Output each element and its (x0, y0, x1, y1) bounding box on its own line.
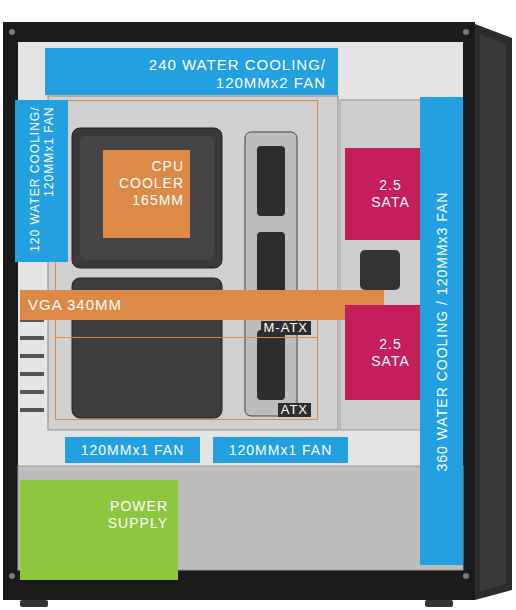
fan-zone: 120MMx1 FAN (65, 437, 200, 463)
zone-label: 120 WATER COOLING/ 120MMx1 FAN (28, 106, 56, 256)
drive-bay: 2.5 SATA (345, 148, 420, 240)
rotated-frame: 120 WATER COOLING/ 120MMx1 FAN (15, 100, 68, 262)
radiator-zone: 120 WATER COOLING/ 120MMx1 FAN (15, 100, 68, 262)
zone-label: ATX (278, 403, 311, 417)
rotated-frame: 360 WATER COOLING / 120MMx3 FAN (420, 97, 463, 565)
drive-bay: 2.5 SATA (345, 305, 420, 400)
fan-zone: 120MMx1 FAN (213, 437, 348, 463)
radiator-zone: 360 WATER COOLING / 120MMx3 FAN (420, 97, 463, 565)
zone-label: 120MMx1 FAN (81, 442, 185, 459)
psu-zone: POWER SUPPLY (20, 480, 178, 580)
zone-label: POWER SUPPLY (88, 498, 168, 532)
zone-label: 120MMx1 FAN (229, 442, 333, 459)
zone-label: CPU COOLER 165MM (112, 158, 184, 208)
zone-label: 240 WATER COOLING/ 120MMx2 FAN (112, 56, 326, 92)
zone-label: 2.5 SATA (369, 177, 413, 211)
zone-label: M-ATX (261, 321, 311, 335)
radiator-zone: 240 WATER COOLING/ 120MMx2 FAN (45, 48, 338, 95)
board-outline: ATX M-ATX CPU COOLER 165MM (55, 100, 318, 420)
cooler-zone: CPU COOLER 165MM (103, 150, 190, 238)
zone-label: VGA 340MM (28, 296, 122, 314)
gpu-zone: VGA 340MM (20, 290, 384, 320)
zone-label: 360 WATER COOLING / 120MMx3 FAN (433, 191, 449, 471)
zone-label: 2.5 SATA (369, 336, 413, 370)
